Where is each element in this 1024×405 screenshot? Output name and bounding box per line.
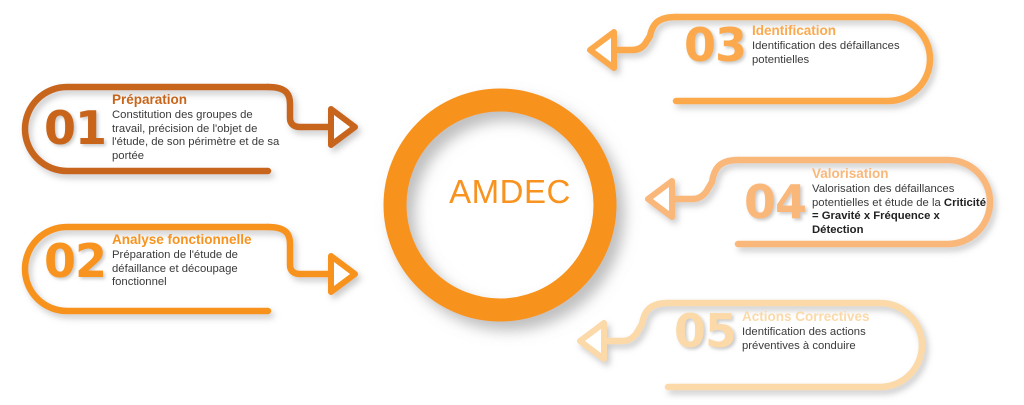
center-label: AMDEC [449, 173, 571, 210]
step-item-04[interactable]: 04 Valorisation Valorisation des défaill… [744, 166, 989, 237]
step-text-01: Préparation Constitution des groupes de … [112, 92, 282, 163]
step-desc-03: Identification des défaillances potentie… [752, 39, 900, 66]
step-desc-04: Valorisation des défaillances potentiell… [812, 183, 986, 236]
step-number-04: 04 [744, 174, 807, 229]
step-text-04: Valorisation Valorisation des défaillanc… [812, 166, 989, 237]
step-title-03: Identification [752, 22, 837, 38]
step-text-02: Analyse fonctionnelle Préparation de l'é… [112, 232, 282, 290]
step-item-01[interactable]: 01 Préparation Constitution des groupes … [44, 92, 282, 163]
step-desc-05: Identification des actions préventives à… [742, 325, 866, 352]
step-number-01: 01 [44, 100, 107, 155]
step-title-05: Actions Correctives [742, 308, 870, 324]
step-number-02: 02 [44, 233, 107, 288]
step-desc-02: Préparation de l'étude de défaillance et… [112, 249, 238, 289]
step-title-04: Valorisation [812, 166, 889, 181]
step-item-05[interactable]: 05 Actions Correctives Identification de… [674, 308, 914, 354]
step-title-02: Analyse fonctionnelle [112, 232, 252, 247]
step-number-05: 05 [674, 304, 737, 358]
step-text-03: Identification Identification des défail… [752, 23, 924, 67]
step-text-05: Actions Correctives Identification des a… [742, 309, 914, 353]
step-title-01: Préparation [112, 92, 188, 107]
step-item-03[interactable]: 03 Identification Identification des déf… [684, 22, 924, 68]
step-desc-01: Constitution des groupes de travail, pré… [112, 109, 280, 162]
step-item-02[interactable]: 02 Analyse fonctionnelle Préparation de … [44, 232, 282, 290]
step-number-03: 03 [684, 18, 747, 72]
